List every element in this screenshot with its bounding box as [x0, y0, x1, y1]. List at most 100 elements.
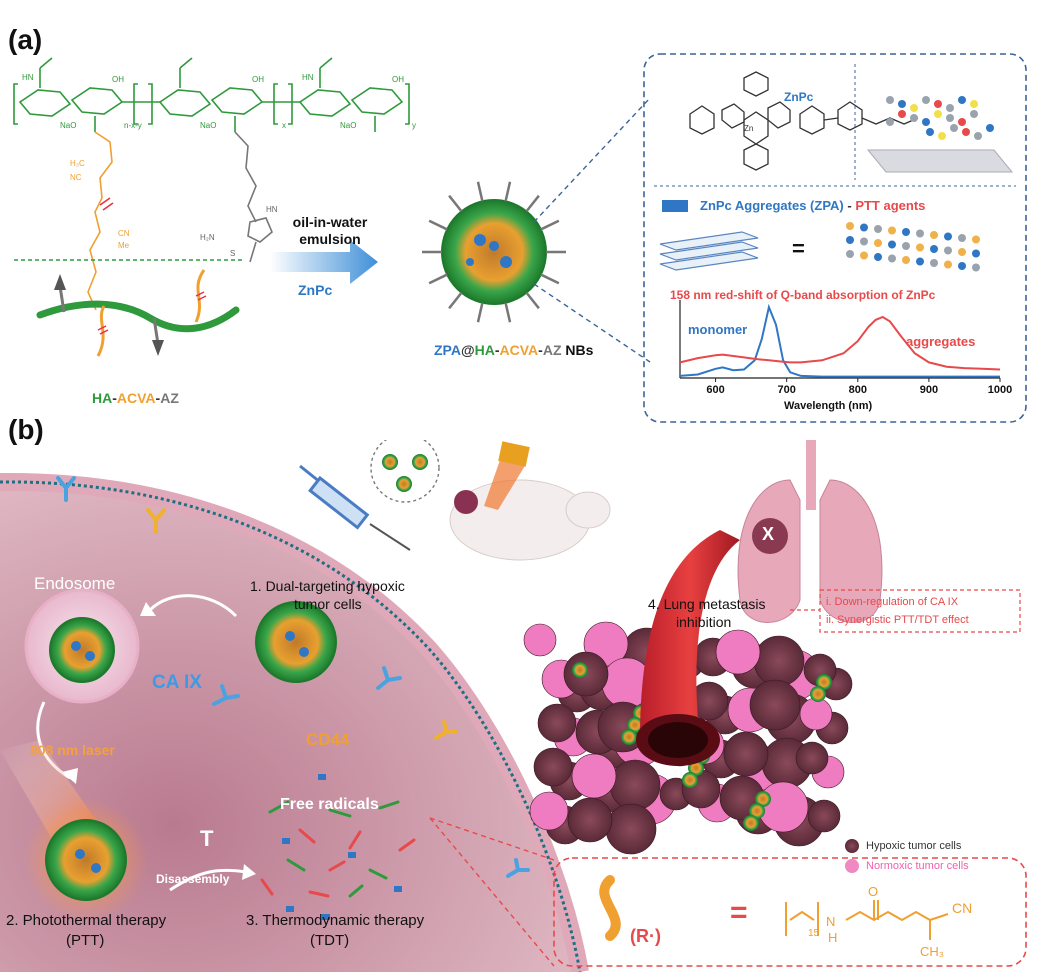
radical-o: O	[868, 884, 879, 899]
nb-zoom-circle	[370, 440, 440, 503]
effect-line2: ii. Synergistic PTT/TDT effect	[826, 614, 969, 626]
molecule-3d	[866, 149, 1014, 173]
acva-side-chain	[87, 131, 113, 311]
radical-ch3: CH₃	[920, 944, 945, 959]
panel-b-drawing	[0, 440, 1027, 972]
inset-znpc-label: ZnPc	[784, 90, 814, 104]
legend-normoxic: Normoxic tumor cells	[866, 860, 969, 872]
nanobubble-name: ZPA@HA-ACVA-AZ NBs	[434, 342, 594, 358]
chem-nao-1: NaO	[60, 121, 76, 130]
step1-line2: tumor cells	[294, 596, 362, 612]
step4-line1: 4. Lung metastasis	[648, 596, 766, 612]
effect-box	[819, 589, 1021, 633]
zpa-swatch	[662, 200, 688, 212]
legend-normoxic-dot	[845, 859, 859, 873]
schematic-polymer	[36, 269, 240, 357]
chart-xlabel: Wavelength (nm)	[784, 400, 873, 412]
panel-a-drawing: HN HN NaO NaO NaO OH OH OH n-x-y x y H₃C…	[13, 53, 1027, 423]
radical-label: (R·)	[630, 926, 661, 946]
radical-cn: CN	[952, 900, 973, 916]
series-line-monomer	[679, 303, 1000, 378]
nanobubble-spikes	[422, 181, 566, 323]
cd44-label: CD44	[306, 730, 350, 749]
ha-backbone	[13, 57, 410, 132]
chem-h3c: H₃C	[70, 159, 85, 168]
fragments	[260, 800, 416, 898]
arrow-label-mid: emulsion	[299, 231, 361, 247]
membrane-nanobubble	[255, 601, 337, 683]
spectrum-chart: 600 700 800 900 1000	[679, 300, 1012, 396]
temperature-label: T	[200, 826, 214, 851]
chem-hn-az: HN	[266, 205, 278, 214]
radical-h: H	[828, 930, 838, 945]
molecule-atoms	[886, 96, 994, 140]
chem-oh-2: OH	[252, 75, 264, 84]
radical-sub15: 15	[808, 928, 820, 939]
laser-label: 808 nm laser	[30, 742, 115, 758]
chem-oh-3: OH	[392, 75, 404, 84]
nanobubble	[441, 199, 547, 305]
endosome-label: Endosome	[34, 574, 116, 593]
chem-nc: NC	[70, 173, 82, 182]
legend-aggregates: aggregates	[906, 334, 976, 349]
chem-me: Me	[118, 241, 130, 250]
panel-a-label: (a)	[8, 24, 43, 55]
chart-ticks: 600 700 800 900 1000	[706, 378, 1012, 396]
stacked-plates	[659, 231, 759, 271]
step2-line2: (PTT)	[66, 932, 105, 949]
chem-oh-1: OH	[112, 75, 124, 84]
chem-nao-3: NaO	[340, 121, 356, 130]
disassembly-label: Disassembly	[156, 872, 230, 886]
zpa-fragments	[282, 774, 402, 920]
radical-structure	[785, 900, 949, 940]
chem-hn-1: HN	[22, 73, 34, 82]
radical-equals: =	[730, 896, 748, 929]
radical-box	[553, 857, 1027, 967]
blood-vessel	[640, 530, 740, 740]
caix-label: CA IX	[152, 672, 202, 693]
chem-nxy: n-x-y	[124, 121, 142, 130]
chem-h2n: H₂N	[200, 233, 215, 242]
receptors	[56, 476, 530, 878]
step2-line1: 2. Photothermal therapy	[6, 912, 167, 929]
inset-equals: =	[792, 236, 805, 261]
radical-n: N	[826, 914, 836, 929]
x-tick-label-700: 700	[777, 384, 795, 396]
x-tick-label-800: 800	[849, 384, 867, 396]
az-side-chain	[234, 131, 273, 263]
legend-hypoxic: Hypoxic tumor cells	[866, 840, 962, 852]
radical-swirl	[599, 875, 621, 941]
chem-y: y	[412, 121, 416, 130]
inset-box	[643, 53, 1027, 423]
light-cone	[484, 460, 526, 510]
free-radicals-label: Free radicals	[280, 796, 379, 813]
legend-hypoxic-dot	[845, 839, 859, 853]
polymer-name: HA-ACVA-AZ	[92, 390, 179, 406]
syringe	[299, 464, 411, 551]
step3-line1: 3. Thermodynamic therapy	[246, 912, 425, 929]
inset-zpa-label: ZnPc Aggregates (ZPA) - PTT agents	[700, 198, 926, 213]
x-tick-label-900: 900	[920, 384, 938, 396]
panel-b-label: (b)	[8, 414, 44, 445]
chem-cn: CN	[118, 229, 130, 238]
arrow-label-znpc: ZnPc	[298, 282, 333, 298]
x-tick-label-600: 600	[706, 384, 724, 396]
x-tick-label-1000: 1000	[988, 384, 1012, 396]
mouse	[449, 479, 611, 561]
effect-line1: i. Down-regulation of CA IX	[826, 596, 959, 608]
ptt-nanobubble	[45, 819, 127, 901]
inset-shift-text: 158 nm red-shift of Q-band absorption of…	[670, 288, 936, 302]
azo-bond	[99, 197, 114, 211]
chem-nao-2: NaO	[200, 121, 216, 130]
lung-x-mark: X	[762, 524, 775, 544]
series-line-aggregates	[679, 315, 1001, 371]
step1-line1: 1. Dual-targeting hypoxic	[250, 578, 405, 594]
step4-line2: inhibition	[676, 614, 732, 630]
step3-line2: (TDT)	[310, 932, 350, 949]
arrow-label-top: oil-in-water	[292, 214, 368, 230]
endosome-nanobubble	[49, 617, 115, 683]
chem-s: S	[230, 249, 235, 258]
chem-x: x	[282, 121, 286, 130]
chem-hn-2: HN	[302, 73, 314, 82]
legend-monomer: monomer	[688, 322, 748, 337]
